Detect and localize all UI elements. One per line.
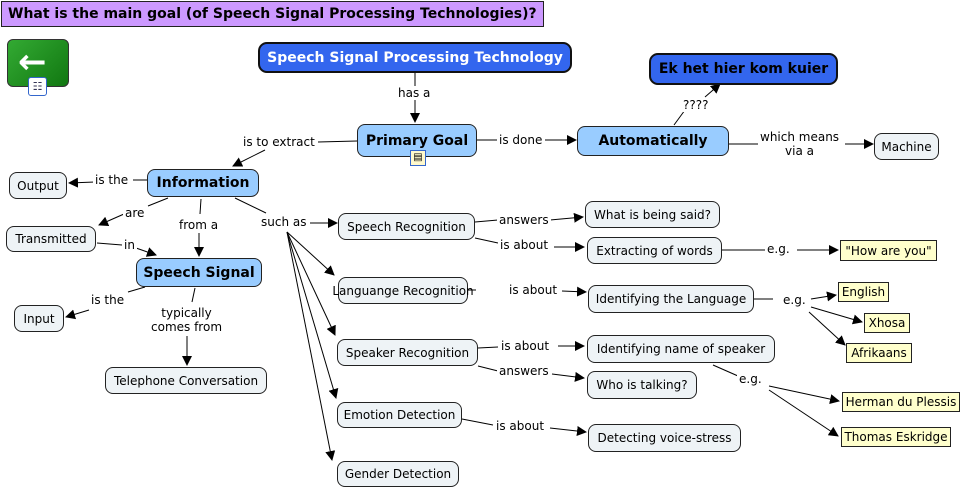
link-label-from-a: from a	[177, 218, 221, 232]
edge	[127, 286, 146, 293]
node-identifying-the-language[interactable]: Identifying the Language	[588, 285, 754, 313]
node-information[interactable]: Information	[147, 169, 259, 197]
node-speaker-recognition[interactable]: Speaker Recognition	[337, 339, 478, 366]
node-language-recognition[interactable]: Languange Recognition	[332, 277, 474, 304]
edge	[191, 287, 196, 303]
node-afrikaans[interactable]: Afrikaans	[846, 343, 912, 363]
node-what-is-being-said[interactable]: What is being said?	[585, 201, 720, 228]
edge	[98, 213, 125, 226]
edge	[712, 364, 739, 377]
link-label-typically-comes-from: typically comes from	[149, 306, 225, 334]
edge	[232, 149, 266, 167]
link-label-is-the-output: is the	[93, 173, 131, 187]
link-label-is-the-input: is the	[89, 293, 127, 307]
link-label-is-to-extract: is to extract	[241, 135, 317, 149]
edge	[474, 237, 499, 244]
edge	[286, 231, 336, 461]
edge	[810, 291, 837, 302]
edge	[549, 212, 584, 223]
edge	[768, 385, 840, 405]
node-speech-recognition[interactable]: Speech Recognition	[338, 213, 475, 240]
link-label-answers: answers	[497, 364, 551, 378]
node-identifying-name-of-speaker[interactable]: Identifying name of speaker	[587, 335, 775, 363]
edge	[549, 426, 587, 436]
node-telephone-conversation[interactable]: Telephone Conversation	[105, 367, 267, 394]
link-label-are: are	[123, 206, 147, 220]
edge	[286, 231, 339, 399]
link-label-is-done: is done	[497, 133, 545, 147]
edge	[96, 242, 123, 246]
page-title: What is the main goal (of Speech Signal …	[1, 1, 544, 27]
node-input[interactable]: Input	[14, 305, 64, 332]
edge	[704, 83, 721, 98]
concept-map-icon[interactable]: ☷	[28, 77, 47, 96]
link-label-in: in	[122, 238, 137, 252]
edge	[65, 309, 90, 320]
node-emotion-detection[interactable]: Emotion Detection	[337, 402, 462, 428]
edge	[286, 231, 336, 336]
node-speech-signal[interactable]: Speech Signal	[136, 258, 262, 287]
edge	[135, 247, 157, 257]
edge	[561, 286, 587, 297]
link-label-question: ????	[681, 98, 711, 112]
edge	[199, 198, 202, 215]
edge	[147, 197, 169, 207]
back-button[interactable]: ←	[7, 39, 69, 87]
node-output[interactable]: Output	[9, 172, 67, 199]
edge	[810, 306, 863, 325]
link-label-is-about: is about	[507, 283, 560, 297]
edge	[68, 177, 96, 188]
link-label-is-about: is about	[494, 419, 547, 433]
edge	[477, 365, 499, 372]
edge	[234, 197, 267, 214]
node-transmitted[interactable]: Transmitted	[6, 226, 96, 252]
link-label-such-as: such as	[259, 215, 309, 229]
node-english[interactable]: English	[838, 282, 889, 302]
edge	[768, 389, 839, 437]
node-detecting-voice-stress[interactable]: Detecting voice-stress	[588, 424, 741, 452]
node-gender-detection[interactable]: Gender Detection	[337, 461, 459, 487]
node-machine[interactable]: Machine	[874, 133, 939, 160]
edge	[808, 311, 846, 346]
node-xhosa[interactable]: Xhosa	[864, 313, 910, 333]
link-label-eg: e.g.	[765, 242, 792, 256]
link-label-eg: e.g.	[737, 372, 764, 386]
node-ek-het-hier[interactable]: Ek het hier kom kuier	[649, 53, 838, 85]
link-label-is-about: is about	[499, 339, 552, 353]
edge	[673, 109, 686, 126]
node-extracting-of-words[interactable]: Extracting of words	[587, 237, 722, 264]
edge	[474, 219, 499, 223]
link-label-answers: answers	[497, 213, 551, 227]
node-automatically[interactable]: Automatically	[577, 126, 729, 156]
link-label-has-a: has a	[396, 86, 433, 100]
node-who-is-talking[interactable]: Who is talking?	[587, 371, 697, 399]
node-thomas-eskridge[interactable]: Thomas Eskridge	[841, 427, 951, 447]
edge	[477, 346, 499, 349]
edge	[286, 231, 335, 276]
back-arrow-icon: ←	[18, 42, 47, 82]
edge	[551, 371, 585, 382]
edge	[317, 140, 358, 143]
link-label-eg: e.g.	[781, 293, 808, 307]
resource-document-icon[interactable]: ▤	[410, 150, 426, 166]
node-herman-du-plessis[interactable]: Herman du Plessis	[842, 392, 960, 412]
link-label-is-about: is about	[498, 238, 551, 252]
link-label-which-means: which means via a	[758, 130, 842, 158]
node-how-are-you[interactable]: "How are you"	[840, 240, 937, 261]
node-root[interactable]: Speech Signal Processing Technology	[258, 42, 572, 73]
edge	[461, 418, 494, 426]
